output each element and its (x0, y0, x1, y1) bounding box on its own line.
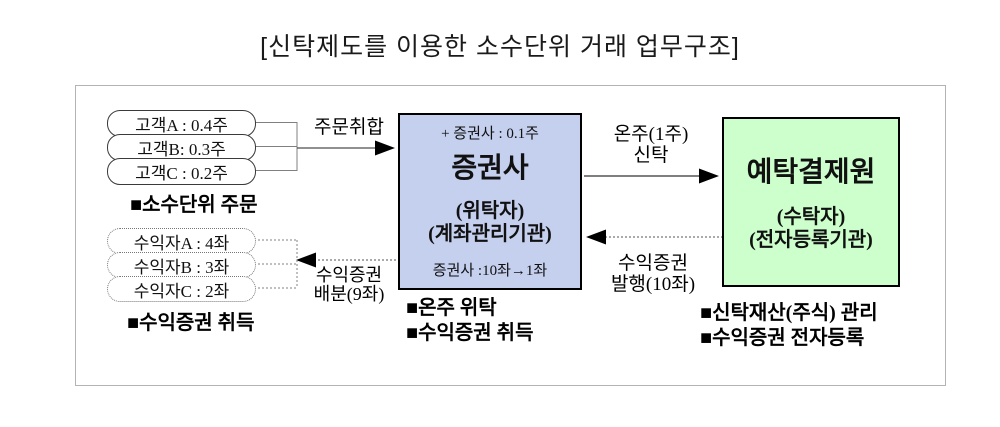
distribute-arrow-label-line1: 수익증권 (315, 265, 383, 285)
broker-role-1: (위탁자) (455, 200, 525, 222)
broker-roles: (위탁자) (계좌관리기관) (428, 200, 552, 246)
customer-pill-b-label: 고객B: 0.3주 (137, 140, 226, 159)
customer-pill-b: 고객B: 0.3주 (107, 134, 256, 161)
ksd-caption-2: ■수익증권 전자등록 (700, 327, 865, 349)
beneficiary-pill-b-label: 수익자B : 3좌 (133, 257, 230, 277)
customer-pill-c-label: 고객C : 0.2주 (135, 164, 228, 183)
trust-arrow-label-line2: 신탁 (633, 145, 669, 166)
ksd-role-2: (전자등록기관) (749, 229, 873, 251)
order-arrow-label: 주문취합 (314, 117, 384, 138)
customers-caption: ■소수단위 주문 (130, 194, 258, 216)
beneficiary-pill-a: 수익자A : 4좌 (107, 228, 256, 254)
ksd-name: 예탁결제원 (746, 157, 876, 188)
trust-arrow-label: 온주(1주) 신탁 (597, 124, 705, 166)
customer-pill-a-label: 고객A : 0.4주 (135, 116, 228, 135)
beneficiary-pill-c-label: 수익자C : 2좌 (133, 281, 230, 301)
broker-caption-2: ■수익증권 취득 (406, 322, 534, 344)
customer-pill-a: 고객A : 0.4주 (107, 110, 256, 137)
issue-arrow-label-line2: 발행(10좌) (610, 274, 696, 295)
page-title: [신탁제도를 이용한 소수단위 거래 업무구조] (260, 33, 740, 61)
beneficiary-pill-b: 수익자B : 3좌 (107, 252, 256, 278)
beneficiaries-caption: ■수익증권 취득 (127, 312, 255, 334)
broker-captions: ■온주 위탁 ■수익증권 취득 (406, 296, 533, 346)
broker-bottom-note: 증권사 :10좌→1좌 (432, 263, 548, 279)
beneficiary-pill-c: 수익자C : 2좌 (107, 276, 256, 302)
broker-box: + 증권사 : 0.1주 증권사 (위탁자) (계좌관리기관) 증권사 :10좌… (398, 113, 582, 290)
customer-pill-c: 고객C : 0.2주 (107, 158, 256, 185)
trust-arrow-label-line1: 온주(1주) (613, 124, 689, 145)
ksd-captions: ■신탁재산(주식) 관리 ■수익증권 전자등록 (700, 301, 878, 351)
broker-caption-1: ■온주 위탁 (406, 297, 497, 319)
ksd-caption-1: ■신탁재산(주식) 관리 (700, 302, 878, 324)
distribute-arrow-label-line2: 배분(9좌) (313, 284, 385, 304)
issue-arrow-label: 수익증권 발행(10좌) (595, 253, 711, 295)
ksd-box: 예탁결제원 (수탁자) (전자등록기관) (722, 117, 900, 287)
broker-role-2: (계좌관리기관) (428, 223, 552, 245)
distribute-arrow-label: 수익증권 배분(9좌) (303, 266, 395, 304)
ksd-roles: (수탁자) (전자등록기관) (749, 206, 873, 252)
issue-arrow-label-line1: 수익증권 (618, 253, 688, 274)
ksd-role-1: (수탁자) (776, 206, 846, 228)
beneficiary-pill-a-label: 수익자A : 4좌 (133, 233, 230, 253)
broker-name: 증권사 (451, 153, 529, 184)
broker-top-note: + 증권사 : 0.1주 (441, 126, 539, 142)
